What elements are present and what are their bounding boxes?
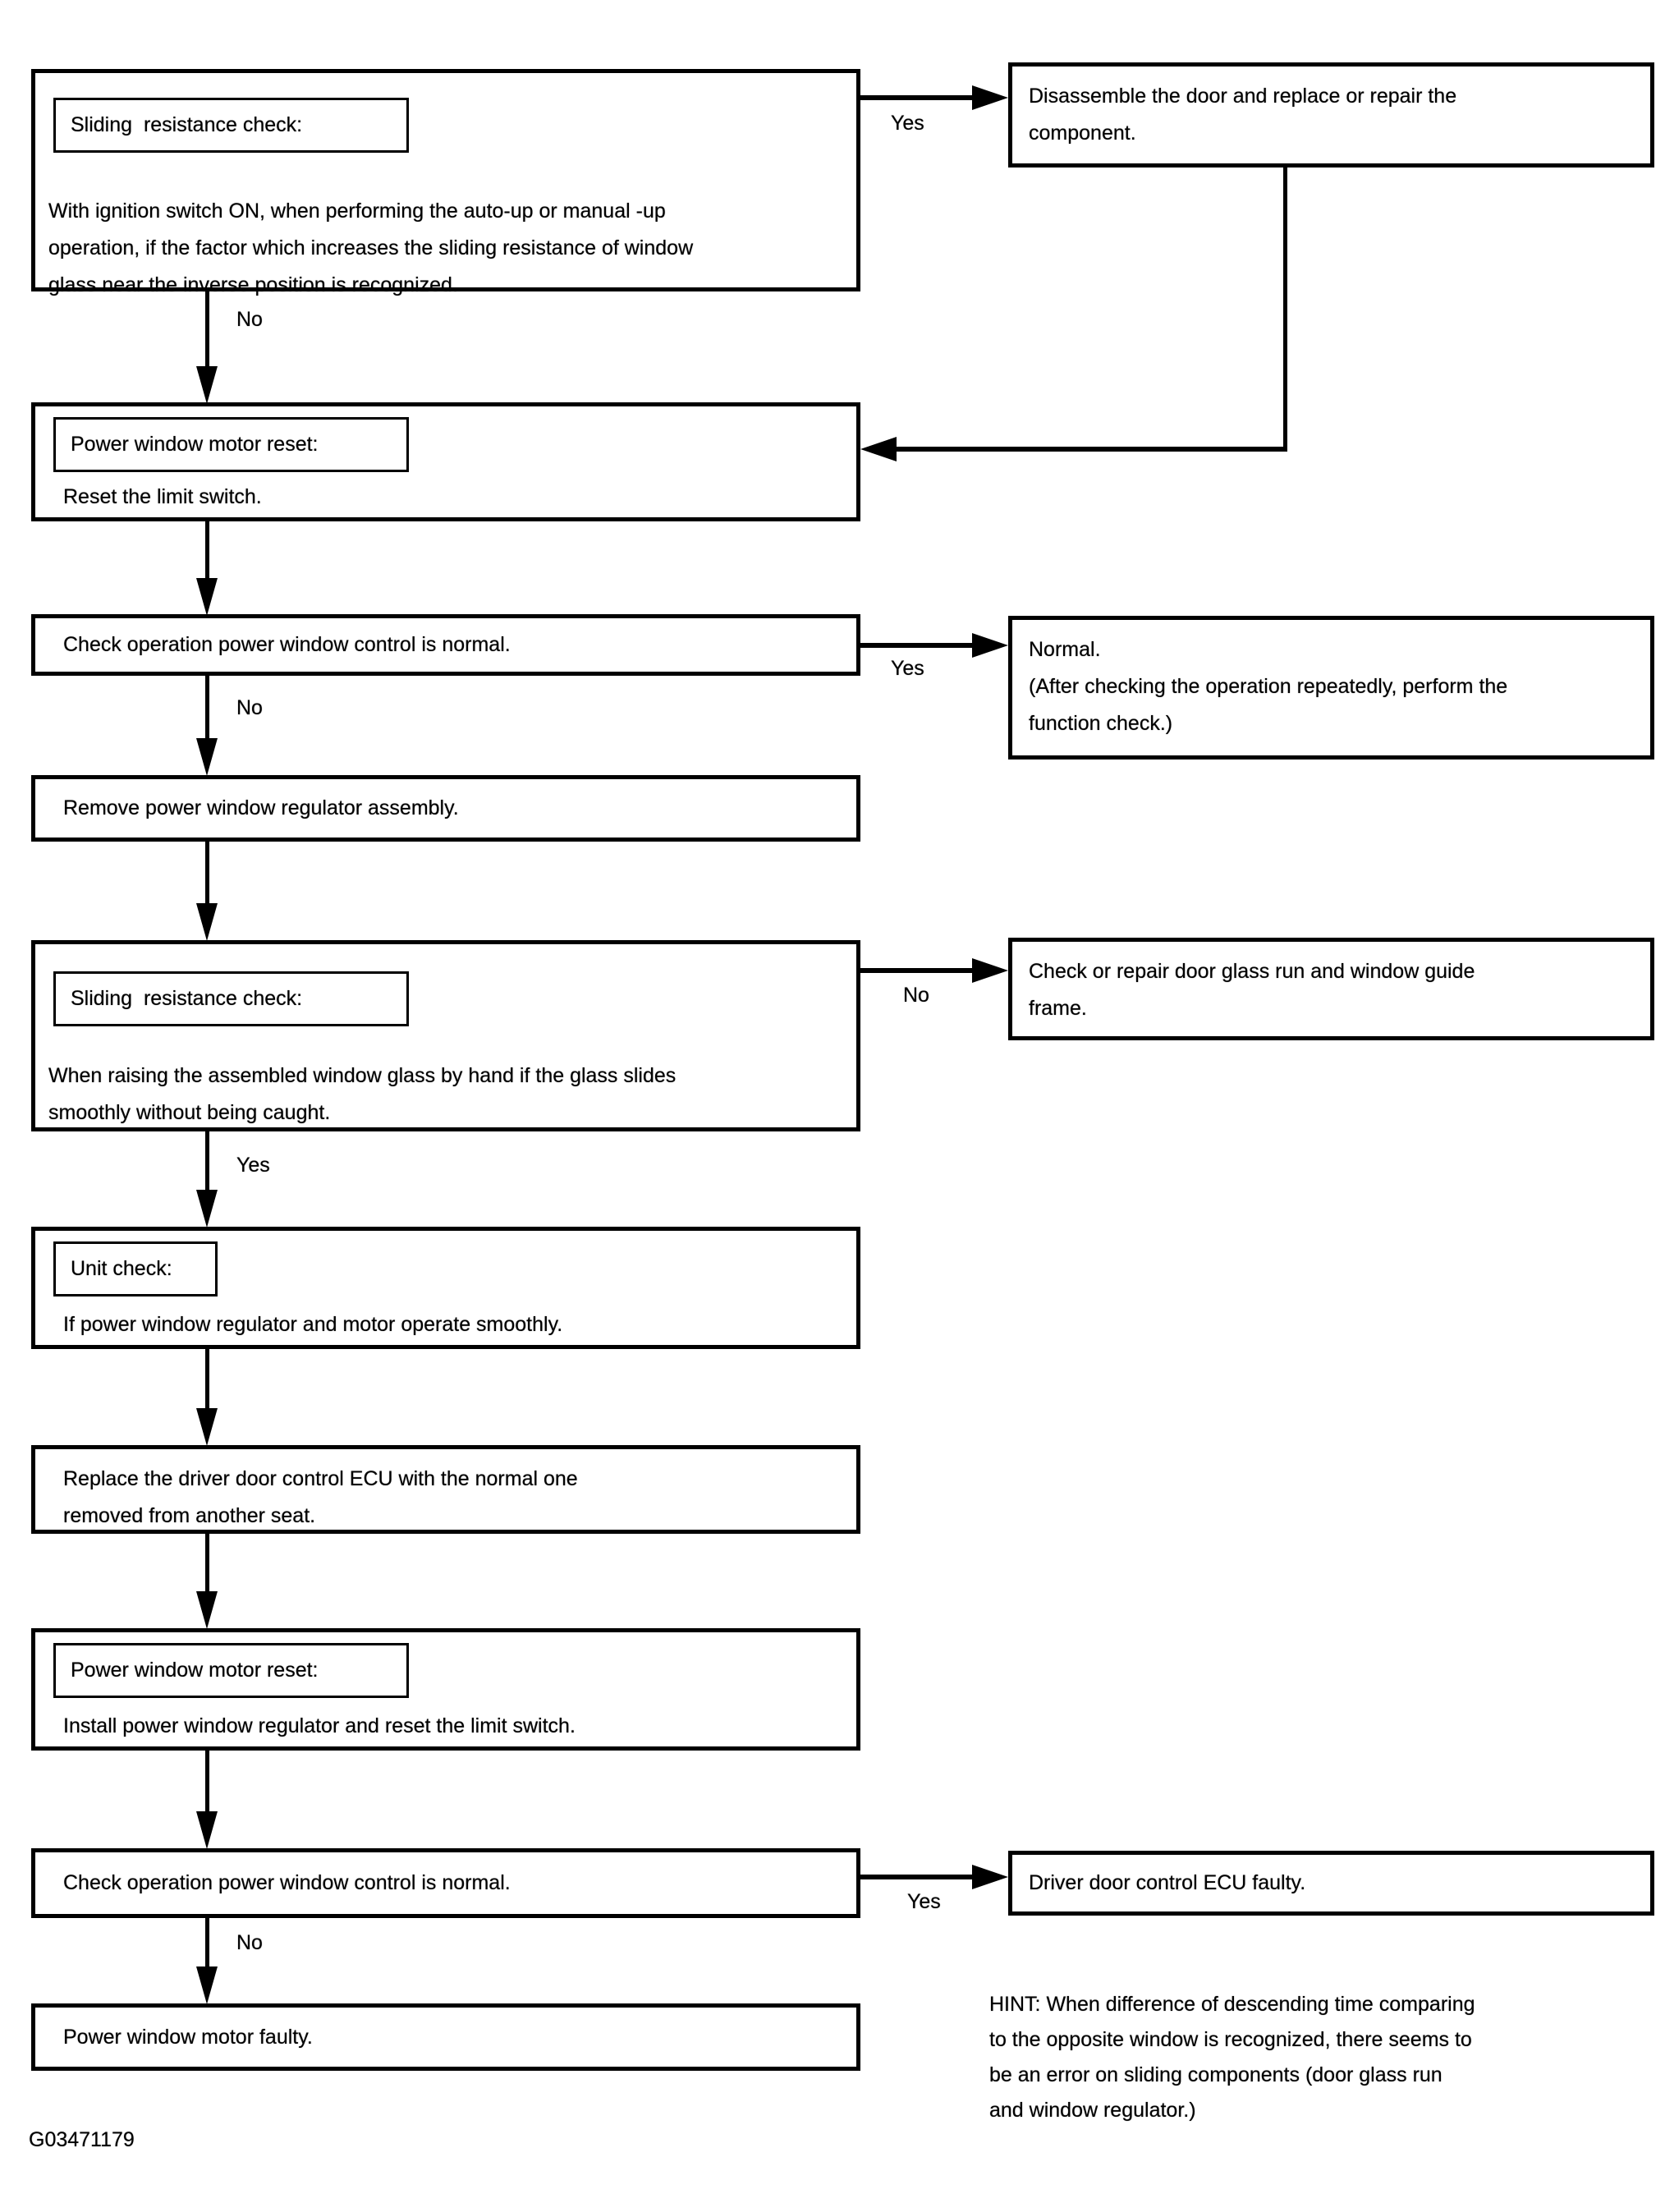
node-check-operation-1-body: Check operation power window control is … [63, 633, 511, 656]
node-sliding-check-1: Sliding resistance check: With ignition … [31, 69, 860, 296]
node-check-repair-glass-run-body: Check or repair door glass run and windo… [1029, 960, 1475, 1020]
node-unit-check-body: If power window regulator and motor oper… [63, 1313, 563, 1336]
node-motor-reset-2-title-box: Power window motor reset: [53, 1643, 409, 1698]
edge-label-yes-4: Yes [907, 1890, 941, 1913]
node-ecu-faulty-body: Driver door control ECU faulty. [1029, 1871, 1306, 1894]
node-disassemble-body: Disassemble the door and replace or repa… [1029, 85, 1457, 145]
node-motor-reset-1: Power window motor reset: Reset the limi… [31, 402, 860, 521]
node-check-operation-2-body: Check operation power window control is … [63, 1871, 511, 1894]
node-motor-reset-1-body: Reset the limit switch. [63, 485, 262, 508]
node-replace-ecu: Replace the driver door control ECU with… [31, 1445, 860, 1534]
node-replace-ecu-body: Replace the driver door control ECU with… [63, 1467, 578, 1527]
node-motor-faulty: Power window motor faulty. [31, 2003, 860, 2071]
node-sliding-check-2: Sliding resistance check: When raising t… [31, 940, 860, 1131]
figure-id-label: G03471179 [29, 2128, 135, 2151]
node-sliding-check-2-title-box: Sliding resistance check: [53, 971, 409, 1026]
hint-note: HINT: When difference of descending time… [989, 1993, 1475, 2122]
node-remove-regulator: Remove power window regulator assembly. [31, 775, 860, 842]
edge-label-no-4: No [236, 1931, 263, 1954]
node-sliding-check-1-title: Sliding resistance check: [71, 113, 303, 136]
node-motor-reset-1-title-box: Power window motor reset: [53, 417, 409, 472]
node-motor-reset-1-title: Power window motor reset: [71, 433, 319, 456]
node-check-repair-glass-run: Check or repair door glass run and windo… [1008, 938, 1654, 1040]
edge-label-yes-2: Yes [891, 657, 924, 680]
edge-label-yes-1: Yes [891, 112, 924, 135]
node-sliding-check-2-body: When raising the assembled window glass … [48, 1064, 677, 1124]
edge-label-no-1: No [236, 308, 263, 331]
node-sliding-check-2-title: Sliding resistance check: [71, 987, 303, 1010]
node-normal-result-body: Normal. (After checking the operation re… [1029, 638, 1508, 735]
node-motor-reset-2-title: Power window motor reset: [71, 1659, 319, 1682]
edge-label-no-3: No [903, 984, 929, 1007]
node-sliding-check-1-body: With ignition switch ON, when performing… [48, 200, 694, 296]
node-ecu-faulty: Driver door control ECU faulty. [1008, 1851, 1654, 1916]
node-disassemble: Disassemble the door and replace or repa… [1008, 62, 1654, 168]
node-remove-regulator-body: Remove power window regulator assembly. [63, 796, 459, 819]
node-unit-check: Unit check: If power window regulator an… [31, 1227, 860, 1349]
node-unit-check-title-box: Unit check: [53, 1241, 218, 1296]
node-check-operation-2: Check operation power window control is … [31, 1848, 860, 1918]
node-motor-reset-2-body: Install power window regulator and reset… [63, 1714, 576, 1737]
edge-label-no-2: No [236, 696, 263, 719]
node-normal-result: Normal. (After checking the operation re… [1008, 616, 1654, 760]
node-sliding-check-1-title-box: Sliding resistance check: [53, 98, 409, 153]
node-motor-reset-2: Power window motor reset: Install power … [31, 1628, 860, 1751]
node-motor-faulty-body: Power window motor faulty. [63, 2025, 313, 2049]
node-unit-check-title: Unit check: [71, 1257, 172, 1280]
edge-label-yes-3: Yes [236, 1154, 270, 1177]
node-check-operation-1: Check operation power window control is … [31, 614, 860, 676]
